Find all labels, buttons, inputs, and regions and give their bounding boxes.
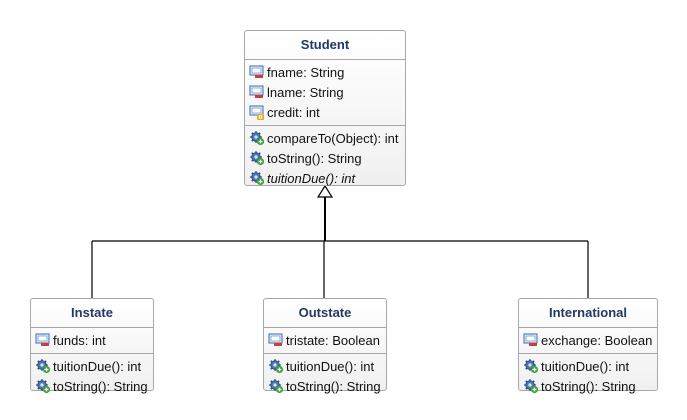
class-name: Student xyxy=(245,31,405,60)
method-public-icon xyxy=(269,359,284,374)
field-private-icon xyxy=(249,85,264,98)
field-protected-icon xyxy=(249,105,264,120)
method-public-icon xyxy=(36,379,51,394)
attributes-section: funds: int xyxy=(31,328,153,353)
attribute-row[interactable]: credit: int xyxy=(245,102,405,122)
method-public-icon xyxy=(269,379,284,394)
operation-row[interactable]: toString(): String xyxy=(519,376,657,396)
attributes-section: tristate: Boolean xyxy=(264,328,386,353)
attribute-row[interactable]: exchange: Boolean xyxy=(519,330,657,350)
attribute-row[interactable]: fname: String xyxy=(245,62,405,82)
operations-section: tuitionDue(): int toString(): String xyxy=(519,353,657,399)
method-public-icon xyxy=(250,151,265,166)
class-box-outstate[interactable]: Outstate tristate: Boolean tuitionDue():… xyxy=(263,298,387,394)
operations-section: tuitionDue(): int toString(): String xyxy=(31,353,153,399)
abstract-operation-row[interactable]: tuitionDue(): int xyxy=(245,168,405,188)
operation-row[interactable]: compareTo(Object): int xyxy=(245,128,405,148)
class-name: Instate xyxy=(31,299,153,328)
field-private-icon xyxy=(523,333,538,346)
field-private-icon xyxy=(268,333,283,346)
class-box-international[interactable]: International exchange: Boolean tuitionD… xyxy=(518,298,658,394)
method-public-icon xyxy=(524,359,539,374)
method-public-icon xyxy=(524,379,539,394)
method-public-icon xyxy=(250,131,265,146)
field-private-icon xyxy=(35,333,50,346)
operations-section: tuitionDue(): int toString(): String xyxy=(264,353,386,399)
method-public-icon xyxy=(36,359,51,374)
generalization-arrowhead xyxy=(316,184,334,198)
class-box-student[interactable]: Student fname: String lname: String cred… xyxy=(244,30,406,186)
operation-row[interactable]: toString(): String xyxy=(245,148,405,168)
attribute-row[interactable]: funds: int xyxy=(31,330,153,350)
attribute-row[interactable]: lname: String xyxy=(245,82,405,102)
attribute-row[interactable]: tristate: Boolean xyxy=(264,330,386,350)
attributes-section: fname: String lname: String credit: int xyxy=(245,60,405,125)
class-box-instate[interactable]: Instate funds: int tuitionDue(): int toS… xyxy=(30,298,154,394)
operation-row[interactable]: toString(): String xyxy=(31,376,153,396)
class-name: Outstate xyxy=(264,299,386,328)
operation-row[interactable]: tuitionDue(): int xyxy=(31,356,153,376)
method-public-icon xyxy=(250,171,265,186)
class-name: International xyxy=(519,299,657,328)
operation-row[interactable]: tuitionDue(): int xyxy=(519,356,657,376)
attributes-section: exchange: Boolean xyxy=(519,328,657,353)
operations-section: compareTo(Object): int toString(): Strin… xyxy=(245,125,405,191)
operation-row[interactable]: tuitionDue(): int xyxy=(264,356,386,376)
field-private-icon xyxy=(249,65,264,78)
operation-row[interactable]: toString(): String xyxy=(264,376,386,396)
